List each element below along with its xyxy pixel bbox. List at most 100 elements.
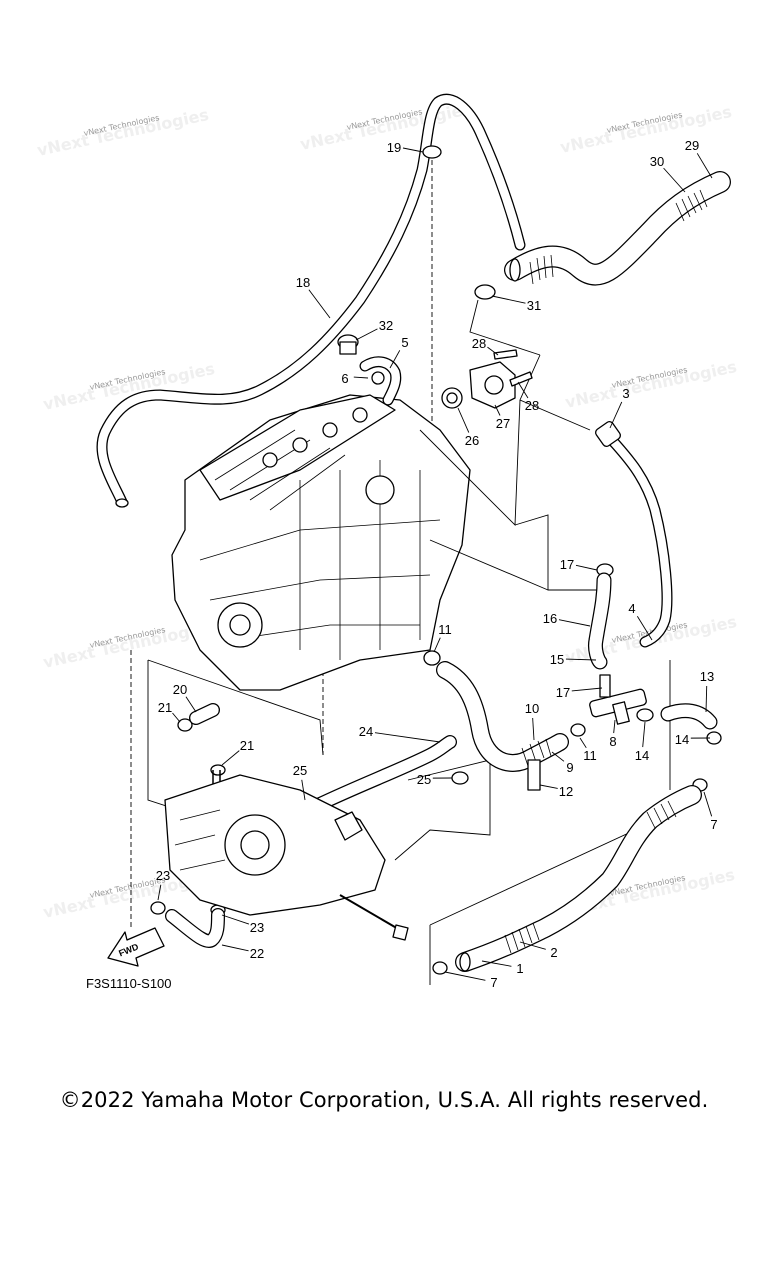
callout-25[interactable]: 25 <box>293 763 307 778</box>
callout-31[interactable]: 31 <box>527 298 541 313</box>
copyright-notice: ©2022 Yamaha Motor Corporation, U.S.A. A… <box>59 1088 709 1112</box>
callout-3[interactable]: 3 <box>622 386 629 401</box>
hose-9 <box>436 661 569 772</box>
callout-26[interactable]: 26 <box>465 433 479 448</box>
callout-20[interactable]: 20 <box>173 682 187 697</box>
hose-2 <box>455 785 702 972</box>
callout-leader <box>157 884 162 901</box>
callout-6[interactable]: 6 <box>341 371 348 386</box>
lower-housing <box>164 774 386 916</box>
callout-leader <box>636 615 653 641</box>
thermostat-housing <box>441 361 516 409</box>
callout-8[interactable]: 8 <box>609 734 616 749</box>
cap-32 <box>337 334 359 355</box>
callout-leader <box>172 712 181 723</box>
callout-22[interactable]: 22 <box>250 946 264 961</box>
group-outline <box>469 299 541 356</box>
callout-leader <box>457 407 470 433</box>
callout-leader <box>185 696 197 713</box>
callout-5[interactable]: 5 <box>401 335 408 350</box>
callout-leader <box>481 960 512 967</box>
callout-leader <box>433 637 441 653</box>
callout-leader <box>494 404 501 416</box>
callout-2[interactable]: 2 <box>550 945 557 960</box>
callout-28[interactable]: 28 <box>525 398 539 413</box>
callout-7[interactable]: 7 <box>710 817 717 832</box>
callout-leader <box>517 381 529 399</box>
diagram-code: F3S1110-S100 <box>86 976 172 991</box>
callout-23[interactable]: 23 <box>156 868 170 883</box>
callout-24[interactable]: 24 <box>359 724 373 739</box>
callout-leader <box>487 346 499 356</box>
callout-13[interactable]: 13 <box>700 669 714 684</box>
callout-28[interactable]: 28 <box>472 336 486 351</box>
bolt-28 <box>493 349 533 387</box>
callout-leader <box>663 167 686 193</box>
callout-32[interactable]: 32 <box>379 318 393 333</box>
callout-leader <box>613 719 616 734</box>
engine-block <box>171 394 471 691</box>
hose-corrugation <box>504 800 677 954</box>
hose-24 <box>311 735 457 812</box>
callout-19[interactable]: 19 <box>387 140 401 155</box>
callout-27[interactable]: 27 <box>496 416 510 431</box>
callout-18[interactable]: 18 <box>296 275 310 290</box>
callout-30[interactable]: 30 <box>650 154 664 169</box>
callout-15[interactable]: 15 <box>550 652 564 667</box>
callout-16[interactable]: 16 <box>543 611 557 626</box>
callout-17[interactable]: 17 <box>556 685 570 700</box>
callout-25[interactable]: 25 <box>417 772 431 787</box>
hose-5 <box>359 356 402 406</box>
hose-3 <box>594 420 673 648</box>
callout-9[interactable]: 9 <box>566 760 573 775</box>
hose-clamp <box>150 145 722 975</box>
hose-end <box>459 952 471 972</box>
callout-21[interactable]: 21 <box>158 700 172 715</box>
callout-leader <box>402 147 424 153</box>
callout-1[interactable]: 1 <box>516 961 523 976</box>
callout-leader <box>389 350 401 369</box>
callout-leader <box>519 941 546 950</box>
callout-leader <box>551 751 565 762</box>
hose-corrugation <box>529 189 708 285</box>
callout-leader <box>696 153 713 179</box>
callout-17[interactable]: 17 <box>560 557 574 572</box>
callout-7[interactable]: 7 <box>490 975 497 990</box>
callout-11[interactable]: 11 <box>583 748 597 763</box>
callout-4[interactable]: 4 <box>628 601 635 616</box>
callout-leader <box>642 721 646 748</box>
callout-14[interactable]: 14 <box>635 748 649 763</box>
callout-leader <box>353 376 369 379</box>
hose-corrugation <box>521 738 552 767</box>
hose-30 <box>504 171 731 286</box>
hose-18 <box>96 93 526 508</box>
callout-leader <box>444 971 486 981</box>
joint-8 <box>589 674 647 725</box>
callout-leader <box>579 737 587 749</box>
callout-10[interactable]: 10 <box>525 701 539 716</box>
callout-14[interactable]: 14 <box>675 732 689 747</box>
callout-layer: 1234567789101111121314141516171718192021… <box>156 138 718 990</box>
callout-11[interactable]: 11 <box>438 622 452 637</box>
callout-leader <box>308 289 331 319</box>
callout-leader <box>565 658 597 661</box>
strap-12 <box>527 759 541 791</box>
group-outline <box>429 514 610 591</box>
callout-leader <box>491 295 526 304</box>
callout-leader <box>575 564 598 571</box>
group-outline <box>394 759 491 861</box>
callout-leader <box>703 791 713 817</box>
callout-leader <box>221 914 250 925</box>
callout-12[interactable]: 12 <box>559 784 573 799</box>
hose-16 <box>588 572 612 670</box>
callout-leader <box>558 619 591 627</box>
callout-leader <box>221 944 249 952</box>
callout-23[interactable]: 23 <box>250 920 264 935</box>
bolt <box>339 894 409 941</box>
hose-fitting <box>594 420 622 448</box>
callout-29[interactable]: 29 <box>685 138 699 153</box>
callout-leader <box>355 328 378 341</box>
callout-leader <box>374 732 441 743</box>
watermark-ghost: vNext Technologies <box>35 105 210 160</box>
callout-21[interactable]: 21 <box>240 738 254 753</box>
